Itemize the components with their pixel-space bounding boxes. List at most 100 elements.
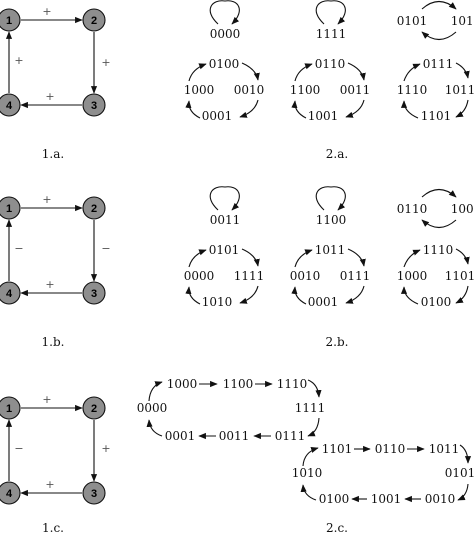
self-loop-2b-0 xyxy=(209,186,240,211)
state-2b-c2-2: 0100 xyxy=(421,295,452,309)
network-1b: + − + − 1 2 3 4 xyxy=(0,193,111,305)
node-1c-2-label: 2 xyxy=(91,403,97,415)
state-2b-c0-1: 1111 xyxy=(234,269,265,283)
cycle-2a-0: 0100 0010 0001 1000 xyxy=(184,57,265,123)
state-2a-c0-3: 1000 xyxy=(184,83,215,97)
arrow-2c-c0-3 xyxy=(307,417,320,437)
node-1a-3-label: 3 xyxy=(91,100,97,112)
arrow-2a-c1-3 xyxy=(294,63,313,82)
state-2c-c0-2: 1110 xyxy=(277,377,308,391)
state-2b-pair-1: 1001 xyxy=(451,202,474,216)
state-2b-c1-1: 0111 xyxy=(340,269,371,283)
node-1a-4 xyxy=(0,93,21,117)
state-2c-c0-6: 0001 xyxy=(165,429,196,443)
arrow-2b-c2-0 xyxy=(455,248,470,265)
arrow-2a-c2-3 xyxy=(403,63,421,82)
node-1a-4-label: 4 xyxy=(6,100,13,112)
caption-2b: 2.b. xyxy=(326,335,349,349)
sign-1b-1-2: + xyxy=(42,193,51,206)
arrow-2c-c1-6 xyxy=(300,484,317,501)
arrow-2c-c1-3 xyxy=(457,483,469,501)
node-1a-2 xyxy=(82,8,106,32)
arrow-2b-c1-3 xyxy=(294,249,313,268)
arrow-2b-c0-0 xyxy=(241,248,260,267)
state-2a-c0-2: 0001 xyxy=(202,109,233,123)
state-2a-c1-2: 1001 xyxy=(308,109,339,123)
state-2c-c0-7: 0000 xyxy=(137,401,168,415)
state-graph-2a: 0000 1111 0101 1010 0100 0010 0001 1000 … xyxy=(184,0,474,123)
sign-1c-3-4: + xyxy=(45,478,54,491)
sign-1a-1-2: + xyxy=(42,5,51,18)
state-2b-pair-0: 0110 xyxy=(397,202,428,216)
cycle-2b-2: 1110 1101 0100 1000 xyxy=(397,243,474,309)
state-2a-c2-2: 1101 xyxy=(421,109,452,123)
arrow-2b-c2-1 xyxy=(455,285,469,304)
node-1b-2-label: 2 xyxy=(91,203,97,215)
cycle-2a-2: 0111 1011 1101 1110 xyxy=(397,57,474,123)
arrow-2c-c1-7 xyxy=(302,446,319,467)
self-loop-2b-1 xyxy=(315,186,346,211)
sign-1b-3-4: + xyxy=(45,278,54,291)
state-2c-c0-1: 1100 xyxy=(223,377,254,391)
pair-arrow-2a-top xyxy=(421,0,457,10)
arrow-2a-c2-1 xyxy=(455,99,469,118)
state-2c-c0-5: 0011 xyxy=(219,429,250,443)
caption-2c: 2.c. xyxy=(326,521,348,535)
node-1c-3-label: 3 xyxy=(91,488,97,500)
state-2a-fp-0: 0000 xyxy=(210,27,241,41)
state-2a-c2-1: 1011 xyxy=(445,83,474,97)
state-2c-c0-4: 0111 xyxy=(275,429,306,443)
node-1c-2 xyxy=(82,396,106,420)
node-1b-1-label: 1 xyxy=(6,203,12,215)
state-graph-2c: 1000 1100 1110 1111 0111 0011 0001 0000 … xyxy=(137,377,474,506)
state-2c-c1-3: 0101 xyxy=(445,466,474,480)
state-2b-c0-2: 1010 xyxy=(202,295,233,309)
state-2c-c1-7: 1010 xyxy=(292,466,323,480)
state-2c-c0-0: 1000 xyxy=(167,377,198,391)
arrow-2a-c2-2 xyxy=(400,100,419,119)
arrow-2c-c0-6 xyxy=(146,419,163,437)
arrow-2b-c0-1 xyxy=(239,285,259,304)
cycle-2c-0: 1000 1100 1110 1111 0111 0011 0001 0000 xyxy=(137,377,326,443)
node-1b-4-label: 4 xyxy=(6,288,13,300)
state-2a-pair-1: 1010 xyxy=(451,14,474,28)
arrow-2b-c1-1 xyxy=(345,285,365,304)
arrow-2a-c0-1 xyxy=(239,99,259,118)
sign-1b-4-1: − xyxy=(14,242,23,255)
state-2a-c1-0: 0110 xyxy=(315,57,346,71)
network-1a: + + + + 1 2 3 4 xyxy=(0,5,111,117)
node-1b-4 xyxy=(0,281,21,305)
arrow-2a-c1-1 xyxy=(345,99,365,118)
arrow-2a-c1-0 xyxy=(347,62,366,81)
arrow-2a-c0-0 xyxy=(241,62,260,81)
node-1c-1 xyxy=(0,396,21,420)
state-2b-c0-3: 0000 xyxy=(184,269,215,283)
node-1b-2 xyxy=(82,196,106,220)
state-2a-c1-1: 0011 xyxy=(340,83,371,97)
node-1a-2-label: 2 xyxy=(91,15,97,27)
arrow-2b-c1-2 xyxy=(291,286,307,305)
state-2c-c1-5: 1001 xyxy=(371,492,402,506)
state-2a-c2-3: 1110 xyxy=(397,83,428,97)
node-1c-1-label: 1 xyxy=(6,403,12,415)
arrow-2c-c0-7 xyxy=(148,381,163,402)
arrow-2b-c0-3 xyxy=(188,249,207,268)
cycle-2a-1: 0110 0011 1001 1100 xyxy=(290,57,371,123)
node-1b-1 xyxy=(0,196,21,220)
caption-1a: 1.a. xyxy=(42,147,64,161)
state-2c-c1-4: 0010 xyxy=(425,492,456,506)
caption-1b: 1.b. xyxy=(42,335,65,349)
sign-1a-3-4: + xyxy=(45,90,54,103)
state-2c-c1-6: 0100 xyxy=(319,492,350,506)
self-loop-2a-1 xyxy=(315,0,346,25)
state-2b-c2-3: 1000 xyxy=(397,269,428,283)
state-2b-c0-0: 0101 xyxy=(209,243,240,257)
arrow-2b-c2-2 xyxy=(400,286,419,305)
node-1c-4-label: 4 xyxy=(6,488,13,500)
state-2b-c2-0: 1110 xyxy=(423,243,454,257)
state-2a-c0-1: 0010 xyxy=(234,83,265,97)
cycle-2b-0: 0101 1111 1010 0000 xyxy=(184,243,265,309)
arrow-2b-c1-0 xyxy=(347,248,366,267)
node-1c-3 xyxy=(82,481,106,505)
